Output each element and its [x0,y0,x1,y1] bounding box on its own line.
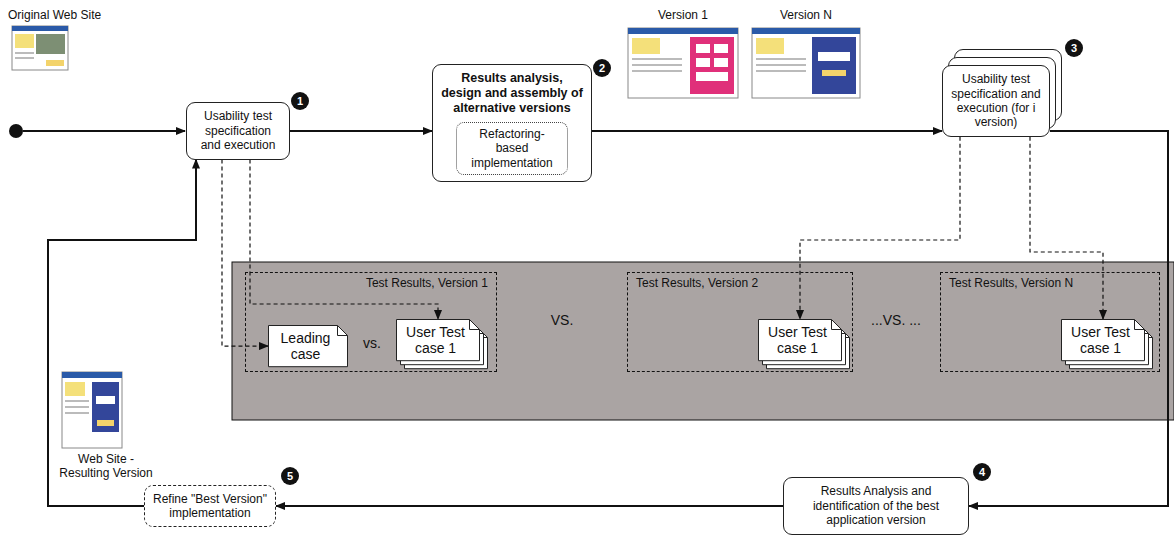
node-text: Test Results, Version 1 [254,276,488,290]
thumb-header [12,26,68,31]
sub-process-box: Refactoring-based implementation [456,122,568,175]
thumb-button [97,420,114,426]
version-label: Version N [756,8,856,22]
document-stack: User Test case 1 [758,319,842,361]
node-text: User Test case 1 [764,324,831,356]
thumb-frame [62,372,122,448]
result-group: Test Results, Version 2 User Test case 1 [627,272,853,372]
thumb-button [46,60,64,66]
thumb-field [818,52,850,61]
node-text: User Test case 1 [402,324,469,356]
page-outline [759,320,842,361]
page-fold [338,326,348,336]
callout-number: 2 [593,59,611,77]
thumb-button [822,70,846,76]
page-outline [397,320,480,361]
document-stack: User Test case 1 [396,319,480,361]
process-box: Usability test specification and executi… [186,102,290,159]
node-text: User Test case 1 [1067,324,1134,356]
thumb-line [632,70,682,72]
flow-connector [592,130,942,132]
process-box: Results Analysis and identification of t… [783,477,969,534]
page-outline [1062,320,1145,361]
document-shape: Leading case [268,325,348,367]
thumb-panel [756,38,784,54]
thumb-panel [65,382,85,396]
node-text: Usability test specification and executi… [951,72,1041,130]
versus-label: vs. [354,335,390,352]
version-n-thumbnail [752,28,860,98]
flow-connector [290,130,432,132]
thumb-field [714,58,728,67]
thumb-field [696,58,710,67]
thumb-line [15,57,34,59]
thumb-field [696,44,710,53]
result-group: Test Results, Version 1 Leading case User … [245,272,497,372]
node-text: Test Results, Version 2 [636,276,844,290]
flow-connector [48,160,196,506]
callout-number: 4 [973,463,991,481]
thumb-field [714,44,728,53]
callout-number: 5 [281,467,299,485]
dashed-connector [800,137,960,319]
thumb-line [632,58,682,60]
result-group: Test Results, Version N User Test case 1 [940,272,1160,372]
thumb-line [65,412,89,414]
callout-number: 3 [1065,39,1083,57]
thumb-block [690,37,734,94]
start-dot [9,124,23,138]
node-text: Usability test specification and executi… [195,109,281,152]
thumb-header [628,28,738,34]
thumb-line [756,70,806,72]
thumb-frame [752,28,860,98]
flow-connector [276,505,783,507]
thumb-line [15,52,34,54]
node-text: Refactoring-based implementation [463,127,561,170]
thumb-field [96,396,115,404]
thumb-line [756,64,806,66]
thumb-frame [628,28,738,98]
version-label: Version 1 [633,8,733,22]
thumb-photo [36,34,65,54]
dashed-connector [250,160,438,319]
node-text: Refine "Best Version" implementation [153,492,267,521]
thumb-line [65,400,89,402]
thumb-header [62,372,122,378]
version-1-thumbnail [628,28,738,98]
thumb-line [632,64,682,66]
versus-label: ...VS. ... [854,312,938,329]
page-fold [832,320,842,330]
results-band [232,262,1174,420]
page-fold [470,320,480,330]
dashed-connector [1030,137,1103,319]
thumb-field [696,72,728,81]
original-site-thumbnail [12,26,68,70]
page-fold [1135,320,1145,330]
thumb-block [92,382,119,432]
site-label: Web Site - Resulting Version [58,452,154,481]
document-stack: User Test case 1 [1061,319,1145,361]
thumb-panel [632,38,660,54]
thumb-header [752,28,860,34]
versus-label: VS. [537,312,587,329]
flow-connector [969,131,1168,506]
node-text: Leading case [274,330,337,362]
resulting-site-thumbnail [62,372,122,448]
thumb-line [65,406,89,408]
thumb-line [756,58,806,60]
thumb-panel [15,34,34,48]
page-outline [269,326,348,367]
node-text: Results analysis, design and assembly of… [441,71,583,116]
process-box: Usability test specification and executi… [942,65,1050,137]
thumb-block [812,37,856,94]
callout-number: 1 [291,92,309,110]
node-text: Results Analysis and identification of t… [792,484,960,527]
process-box: Refine "Best Version" implementation [144,485,276,528]
node-text: Test Results, Version N [949,276,1151,290]
site-label: Original Web Site [8,8,101,22]
process-box: Results analysis, design and assembly of… [432,64,592,182]
thumb-frame [12,26,68,70]
start-line [23,130,185,132]
